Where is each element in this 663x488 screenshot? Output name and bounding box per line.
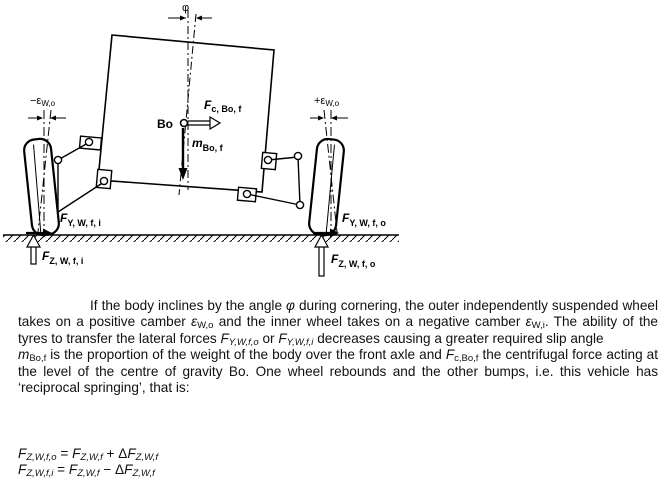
vehicle-body <box>97 34 275 193</box>
bo-label: Bo <box>157 117 173 131</box>
phi-label: φ <box>182 2 189 14</box>
subscript: Y,W,f,i <box>286 336 314 348</box>
body-paragraph: If the body inclines by the angle φ duri… <box>18 298 658 396</box>
force-symbol: F <box>18 446 27 461</box>
paragraph-text: If the body inclines by the angle φ duri… <box>18 298 658 396</box>
subscript: W,o <box>197 320 214 332</box>
force-symbol: F <box>127 446 136 461</box>
outer-camber-angle-marker <box>310 109 348 233</box>
outer-wheel <box>308 137 345 237</box>
subscript: Y,W,f,o <box>228 336 259 348</box>
phi-symbol: φ <box>286 298 295 313</box>
inner-camber-angle-marker <box>28 109 66 233</box>
text-segment: If the body inclines by the angle <box>90 298 287 313</box>
inner-wheel-load-arrow <box>25 233 42 265</box>
mass-symbol: m <box>18 347 30 363</box>
outer-lateral-force-arrow <box>313 228 339 238</box>
fz-inner-label: FZ, W, f, i <box>42 249 83 266</box>
mbo-label: mBo, f <box>192 136 224 153</box>
camber-symbol: ε <box>525 314 532 330</box>
subscript: W,i <box>531 320 545 332</box>
fz-outer-label: FZ, W, f, o <box>331 252 376 269</box>
force-symbol: F <box>278 330 287 346</box>
subscript: Z,W,f <box>132 468 155 479</box>
outer-suspension-arms <box>236 151 305 210</box>
force-symbol: F <box>18 462 27 477</box>
force-symbol: F <box>445 347 455 363</box>
subscript: Z,W,f <box>135 452 158 463</box>
equals: = <box>53 462 69 477</box>
centrifugal-force-arrow <box>188 115 222 131</box>
pos-camber-label: +εW,o <box>314 95 340 108</box>
equations: FZ,W,f,o = FZ,W,f + ΔFZ,W,f FZ,W,f,i = F… <box>18 446 158 478</box>
subscript: Bo,f <box>29 353 47 365</box>
camber-symbol: ε <box>191 314 198 330</box>
subscript: Z,W,f <box>77 468 100 479</box>
text-segment: the centrifugal force acting at the leve… <box>18 347 658 396</box>
text-segment: and the inner wheel takes on a negative … <box>213 314 526 330</box>
suspension-diagram: φ Bo Fc, Bo, f mBo, f <box>3 2 399 277</box>
subscript: c,Bo,f <box>454 353 479 365</box>
equation-inner: FZ,W,f,i = FZ,W,f − ΔFZ,W,f <box>18 462 158 478</box>
equals: = <box>56 446 73 461</box>
fy-outer-label: FY, W, f, o <box>342 211 386 228</box>
force-symbol: F <box>220 330 229 346</box>
text-segment: is the proportion of the weight of the b… <box>46 347 446 363</box>
centre-of-gravity-marker <box>179 118 189 128</box>
subscript: Z,W,f,o <box>26 452 57 463</box>
operator: − Δ <box>99 462 125 477</box>
subscript: Z,W,f,i <box>26 468 54 479</box>
force-symbol: F <box>124 462 133 477</box>
subscript: Z,W,f <box>80 452 103 463</box>
inner-wheel <box>23 137 60 237</box>
neg-camber-label: −εW,o <box>30 95 56 108</box>
ground <box>3 234 399 242</box>
inner-suspension-arms <box>53 135 113 213</box>
operator: + Δ <box>102 446 128 461</box>
weight-arrow <box>178 128 188 180</box>
force-symbol: F <box>72 446 81 461</box>
text-segment: decreases causing a greater required sli… <box>313 330 604 346</box>
text-segment: . The ability of the tyres to transfer t… <box>18 314 658 346</box>
fc-label: Fc, Bo, f <box>204 98 242 114</box>
equation-outer: FZ,W,f,o = FZ,W,f + ΔFZ,W,f <box>18 446 158 462</box>
fy-inner-label: FY, W, f, i <box>60 211 101 228</box>
text-segment: during cornering, the outer independentl… <box>18 298 658 330</box>
text-segment: or <box>258 330 279 346</box>
force-symbol: F <box>68 462 78 477</box>
inner-lateral-force-arrow <box>26 228 52 238</box>
outer-wheel-load-arrow <box>313 233 330 277</box>
